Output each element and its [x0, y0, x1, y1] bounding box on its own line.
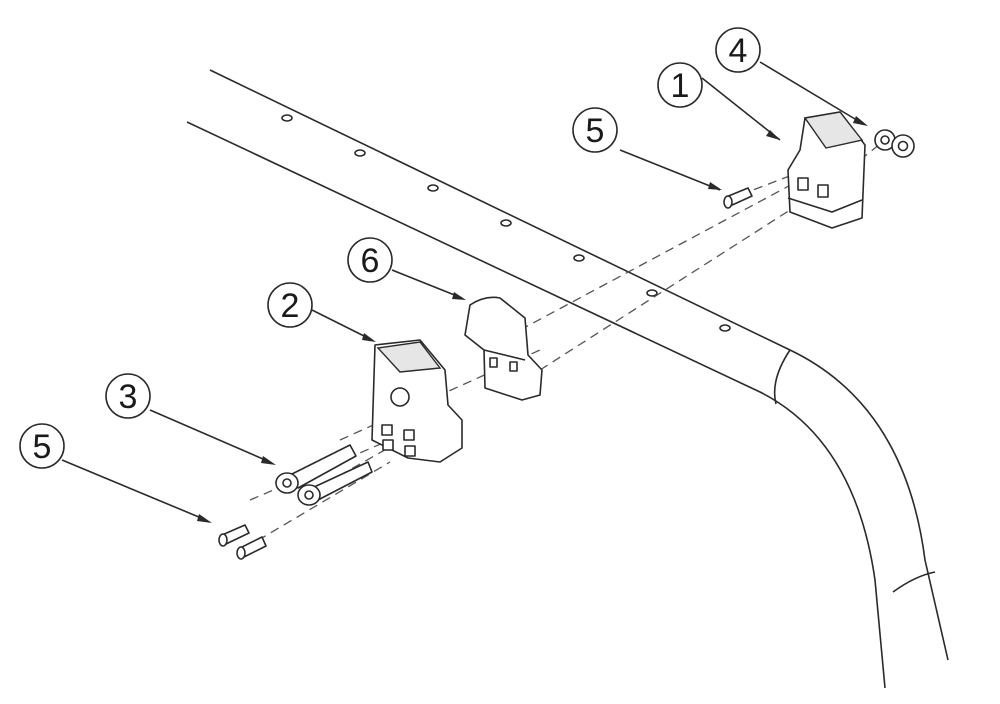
inner-clamp-block — [464, 296, 543, 401]
upper-set-screw — [723, 187, 753, 209]
callout-5-lower-label: 5 — [33, 428, 52, 466]
callout-5-upper: 5 — [572, 107, 618, 153]
socket-head-screws — [275, 444, 373, 506]
upper-clamp-bracket — [787, 111, 866, 229]
callout-1-label: 1 — [671, 67, 690, 105]
callout-1: 1 — [657, 62, 703, 108]
outer-clamp-block — [371, 339, 463, 463]
frame-tube — [186, 69, 949, 689]
callout-3: 3 — [105, 373, 151, 419]
callout-2-label: 2 — [281, 287, 300, 325]
callout-4: 4 — [715, 27, 761, 73]
lock-nuts — [874, 129, 915, 158]
callout-5-upper-label: 5 — [586, 112, 605, 150]
callout-5-lower: 5 — [19, 423, 65, 469]
callout-6: 6 — [347, 237, 393, 283]
callout-3-label: 3 — [119, 378, 138, 416]
callout-6-label: 6 — [361, 242, 380, 280]
lower-set-screws — [218, 524, 267, 560]
tube-holes — [281, 114, 731, 332]
callout-2: 2 — [267, 282, 313, 328]
callout-4-label: 4 — [729, 32, 748, 70]
leader-lines — [61, 61, 868, 523]
